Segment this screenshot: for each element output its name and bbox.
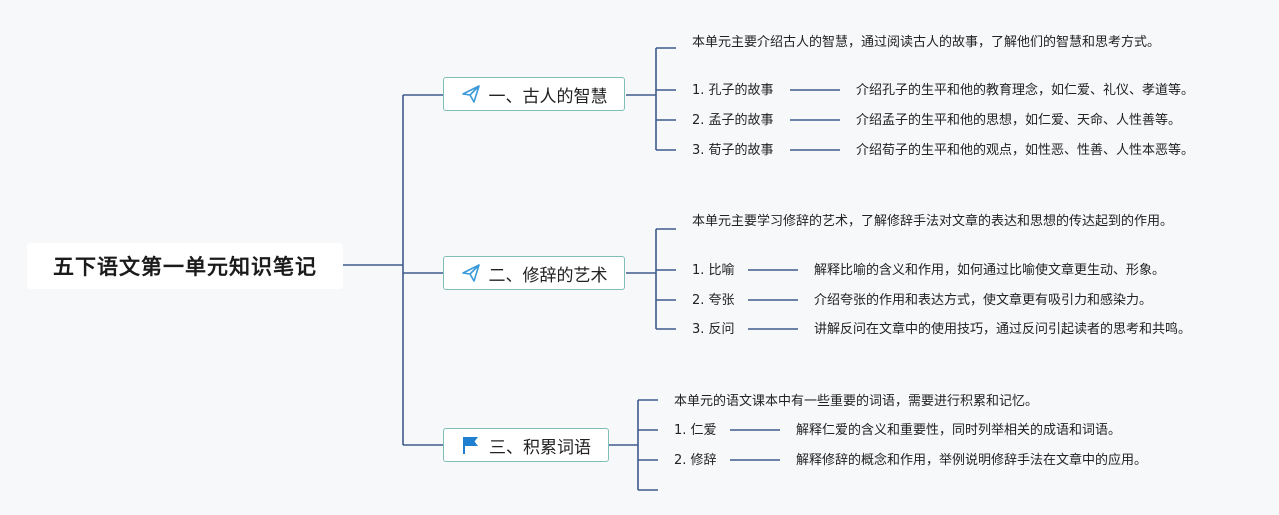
branch-2-intro: 本单元主要学习修辞的艺术，了解修辞手法对文章的表达和思想的传达起到的作用。	[692, 214, 1174, 229]
branch-3-intro: 本单元的语文课本中有一些重要的词语，需要进行积累和记忆。	[674, 394, 1039, 409]
branch-1-item-1-label[interactable]: 1. 孔子的故事	[692, 83, 774, 98]
paper-plane-icon	[461, 263, 481, 283]
branch-topic-3-label: 三、积累词语	[489, 437, 591, 458]
branch-topic-3[interactable]: 三、积累词语	[443, 428, 609, 462]
flag-icon	[461, 435, 481, 455]
branch-1-item-2-label[interactable]: 2. 孟子的故事	[692, 113, 774, 128]
branch-2-item-3-label[interactable]: 3. 反问	[692, 322, 735, 337]
paper-plane-icon	[461, 84, 481, 104]
connector-branch-2	[626, 228, 676, 330]
branch-3-item-1-label[interactable]: 1. 仁爱	[674, 423, 717, 438]
root-topic-label: 五下语文第一单元知识笔记	[53, 255, 317, 279]
branch-2-item-1-label[interactable]: 1. 比喻	[692, 263, 735, 278]
connector-root	[343, 94, 443, 446]
branch-topic-2-label: 二、修辞的艺术	[488, 265, 608, 286]
branch-2-item-3-desc[interactable]: 讲解反问在文章中的使用技巧，通过反问引起读者的思考和共鸣。	[814, 322, 1192, 337]
branch-2-item-2-desc[interactable]: 介绍夸张的作用和表达方式，使文章更有吸引力和感染力。	[814, 293, 1153, 308]
branch-3-item-2-desc[interactable]: 解释修辞的概念和作用，举例说明修辞手法在文章中的应用。	[796, 453, 1148, 468]
branch-1-intro: 本单元主要介绍古人的智慧，通过阅读古人的故事，了解他们的智慧和思考方式。	[692, 35, 1161, 50]
branch-3-item-1-desc[interactable]: 解释仁爱的含义和重要性，同时列举相关的成语和词语。	[796, 423, 1122, 438]
connector-branch-1-items	[790, 89, 840, 151]
branch-1-item-3-label[interactable]: 3. 荀子的故事	[692, 143, 774, 158]
branch-topic-1[interactable]: 一、古人的智慧	[443, 77, 625, 111]
branch-2-item-1-desc[interactable]: 解释比喻的含义和作用，如何通过比喻使文章更生动、形象。	[814, 263, 1166, 278]
branch-1-item-3-desc[interactable]: 介绍荀子的生平和他的观点，如性恶、性善、人性本恶等。	[856, 143, 1195, 158]
connector-branch-3	[609, 399, 658, 491]
branch-topic-2[interactable]: 二、修辞的艺术	[443, 256, 625, 290]
connector-branch-3-items	[730, 429, 780, 461]
branch-topic-1-label: 一、古人的智慧	[488, 86, 608, 107]
branch-1-item-1-desc[interactable]: 介绍孔子的生平和他的教育理念，如仁爱、礼仪、孝道等。	[856, 83, 1195, 98]
connector-branch-1	[626, 47, 676, 151]
branch-2-item-2-label[interactable]: 2. 夸张	[692, 293, 735, 308]
branch-3-item-2-label[interactable]: 2. 修辞	[674, 453, 717, 468]
root-topic[interactable]: 五下语文第一单元知识笔记	[27, 243, 343, 289]
connector-branch-2-items	[748, 269, 798, 330]
branch-1-item-2-desc[interactable]: 介绍孟子的生平和他的思想，如仁爱、天命、人性善等。	[856, 113, 1182, 128]
